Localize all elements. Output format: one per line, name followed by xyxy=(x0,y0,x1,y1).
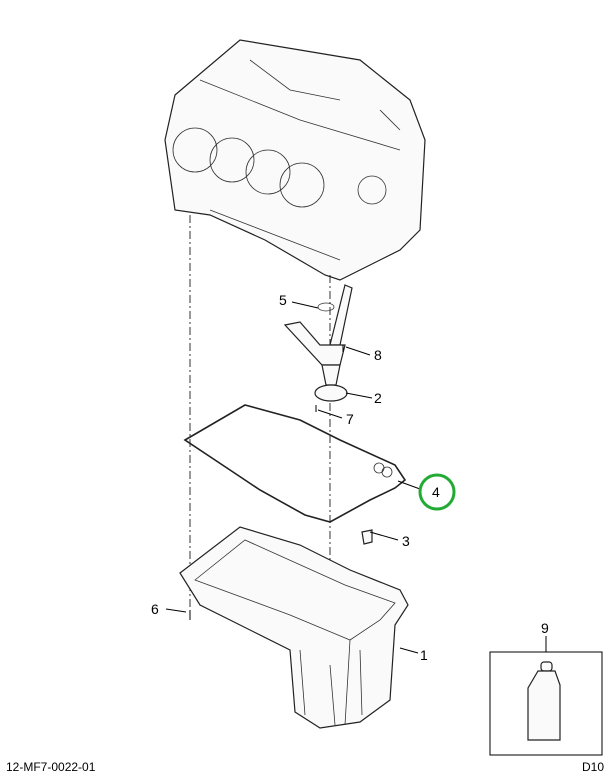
o-ring xyxy=(317,302,335,312)
callout-5[interactable]: 5 xyxy=(279,292,287,308)
oil-pan-gasket xyxy=(183,404,407,523)
sheet-id: D10 xyxy=(582,760,605,774)
callout-2[interactable]: 2 xyxy=(374,390,382,406)
drawing-number: 12-MF7-0022-01 xyxy=(6,760,96,774)
oil-bottle-icon xyxy=(527,661,561,741)
callout-4[interactable]: 4 xyxy=(432,484,440,500)
highlight-circle xyxy=(418,473,456,511)
callout-8[interactable]: 8 xyxy=(374,347,382,363)
callout-7[interactable]: 7 xyxy=(346,411,354,427)
part-9-box xyxy=(489,651,603,756)
callout-3[interactable]: 3 xyxy=(402,533,410,549)
leader-lines xyxy=(165,301,547,654)
engine-block xyxy=(164,39,426,281)
drain-plug xyxy=(361,529,373,545)
callout-1[interactable]: 1 xyxy=(420,647,428,663)
callout-9[interactable]: 9 xyxy=(541,620,549,636)
callout-6[interactable]: 6 xyxy=(151,601,159,617)
oil-pan xyxy=(179,526,409,729)
oil-pickup-tube xyxy=(283,284,353,412)
